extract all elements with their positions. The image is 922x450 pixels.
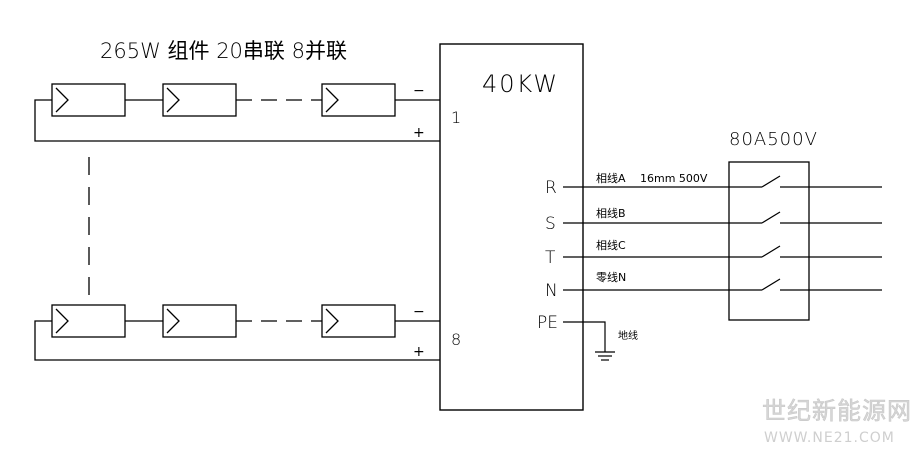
breaker-label: 80A500V — [729, 129, 818, 150]
string-top-minus: − — [413, 83, 425, 99]
terminal-n: N — [545, 281, 558, 301]
wire-label-n: 零线N — [596, 270, 626, 284]
array-title: 265W 组件 20串联 8并联 — [100, 39, 347, 63]
watermark-name: 世纪新能源网 — [762, 397, 912, 425]
terminal-t: T — [545, 248, 556, 268]
string-top-plus: + — [413, 125, 425, 141]
pv-module-symbol — [162, 83, 237, 117]
inverter-box — [439, 43, 584, 411]
breaker-switches — [761, 175, 882, 291]
breaker-box — [728, 161, 810, 321]
terminal-pe: PE — [537, 313, 558, 333]
ground-symbol — [563, 321, 615, 361]
watermark-url: WWW.NE21.COM — [764, 430, 895, 446]
inverter-label: 40KW — [482, 70, 559, 98]
pv-module-symbol — [321, 83, 396, 117]
terminal-s: S — [545, 214, 556, 234]
pv-module-symbol — [51, 83, 126, 117]
pv-module-symbol — [51, 304, 126, 338]
ground-label: 地线 — [618, 329, 638, 342]
cable-spec: 16mm 500V — [640, 172, 708, 185]
pv-string-bottom — [34, 304, 440, 361]
pv-module-symbol — [321, 304, 396, 338]
string-bottom-plus: + — [413, 344, 425, 360]
string-bottom-positive-wire — [34, 320, 440, 361]
wire-label-c: 相线C — [596, 238, 626, 252]
string-top-positive-wire — [34, 99, 440, 142]
string-bottom-number: 8 — [451, 330, 461, 349]
switch-contact — [761, 245, 781, 258]
pv-module-symbol — [162, 304, 237, 338]
switch-contact — [761, 278, 781, 291]
wire-label-a: 相线A — [596, 171, 626, 185]
string-bottom-minus: − — [413, 304, 425, 320]
switch-contact — [761, 175, 781, 188]
switch-contact — [761, 211, 781, 224]
terminal-r: R — [545, 178, 557, 198]
ac-output-wires — [563, 186, 762, 291]
wire-label-b: 相线B — [596, 206, 626, 220]
pv-string-top — [34, 83, 440, 142]
string-top-number: 1 — [451, 108, 461, 127]
